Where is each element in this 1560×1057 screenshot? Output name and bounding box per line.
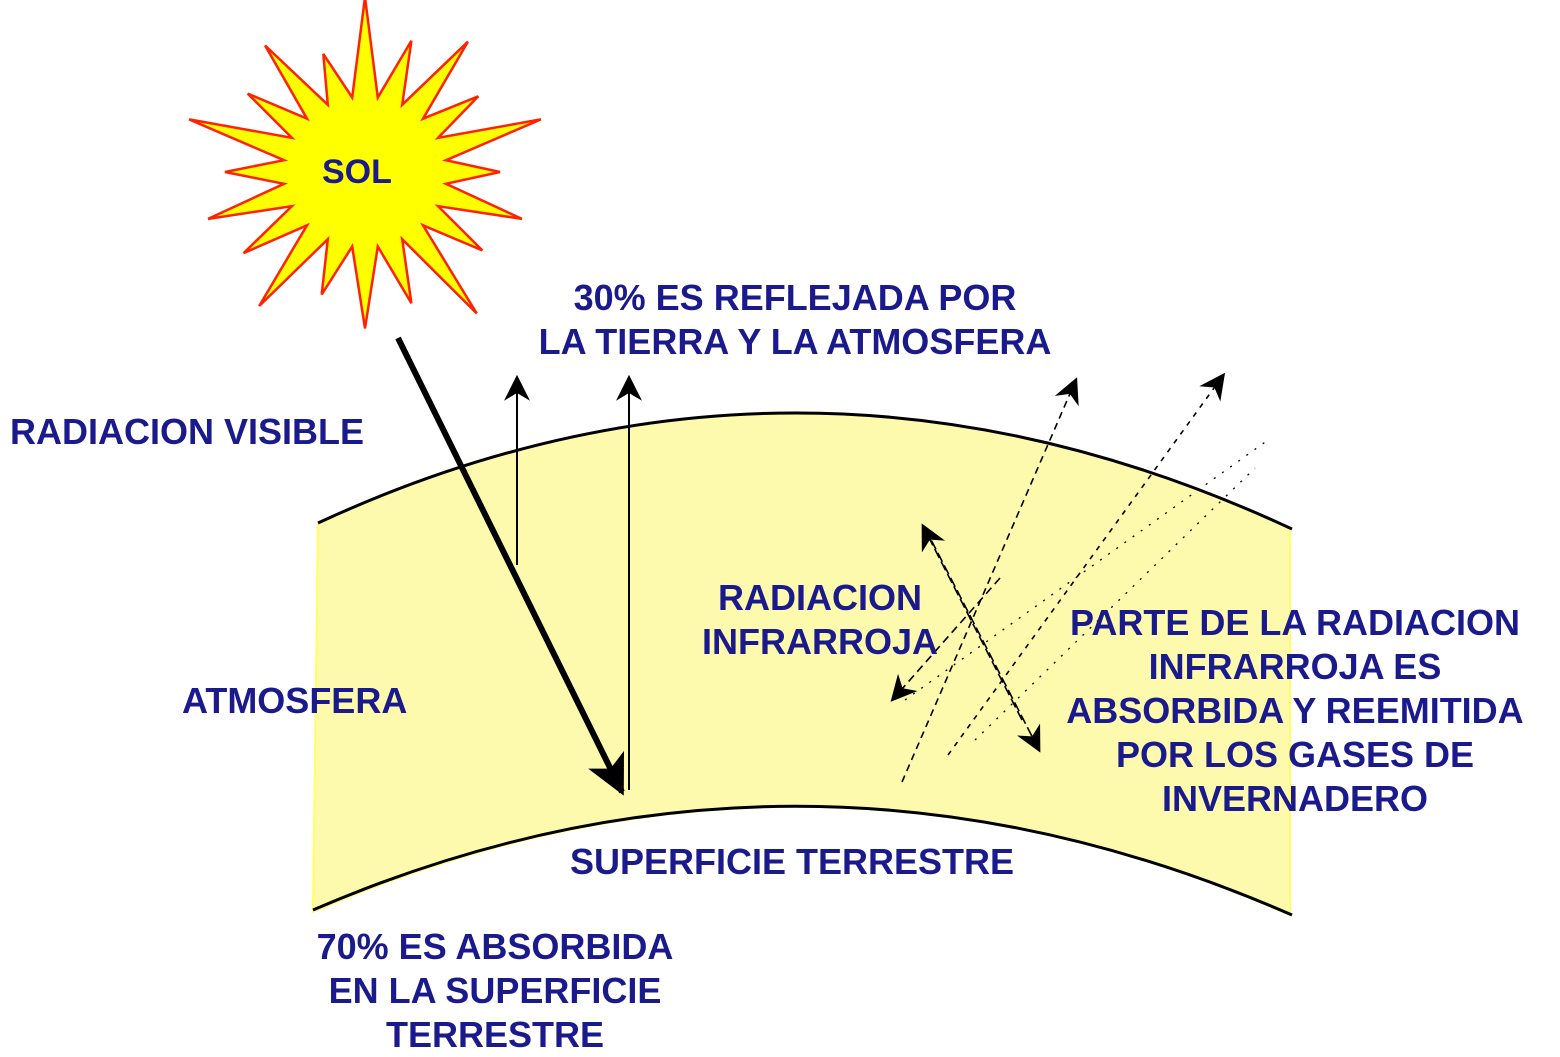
infrared-reemitted-arrow-down <box>890 577 1001 702</box>
infrared-escape-arrow-2 <box>947 372 1226 756</box>
infrared-escape-arrow-1 <box>901 377 1079 783</box>
absorbed-line-1: 70% ES ABSORBIDA <box>316 926 674 967</box>
greenhouse-line-3: ABSORBIDA Y REEMITIDA <box>1066 690 1524 731</box>
atmosphere-label: ATMOSFERA <box>182 680 408 721</box>
visible-radiation-arrow <box>395 336 625 796</box>
greenhouse-line-4: POR LOS GASES DE <box>1115 734 1475 775</box>
infrared-line-1: RADIACION <box>718 577 922 618</box>
infrared-reemitted-arrow-up <box>921 523 1023 721</box>
greenhouse-line-1: PARTE DE LA RADIACION <box>1070 602 1520 643</box>
reflected-line-2: LA TIERRA Y LA ATMOSFERA <box>538 321 1052 362</box>
earth-surface-curve <box>312 804 1293 917</box>
infrared-line-2: INFRARROJA <box>701 621 938 662</box>
absorbed-label: 70% ES ABSORBIDA EN LA SUPERFICIE TERRES… <box>290 925 700 1057</box>
sun-label: SOL <box>322 153 392 191</box>
greenhouse-line-2: INFRARROJA ES <box>1148 646 1442 687</box>
greenhouse-label: PARTE DE LA RADIACION INFRARROJA ES ABSO… <box>1040 601 1550 821</box>
infrared-label: RADIACION INFRARROJA <box>690 576 950 664</box>
reflected-line-1: 30% ES REFLEJADA POR <box>573 277 1017 318</box>
reflected-label: 30% ES REFLEJADA POR LA TIERRA Y LA ATMO… <box>505 276 1085 364</box>
surface-label: SUPERFICIE TERRESTRE <box>570 841 1015 882</box>
visible-radiation-label: RADIACION VISIBLE <box>10 411 365 452</box>
greenhouse-line-5: INVERNADERO <box>1161 778 1429 819</box>
sun-starburst-icon <box>188 0 542 329</box>
absorbed-line-2: EN LA SUPERFICIE <box>328 970 662 1011</box>
absorbed-line-3: TERRESTRE <box>385 1014 605 1055</box>
